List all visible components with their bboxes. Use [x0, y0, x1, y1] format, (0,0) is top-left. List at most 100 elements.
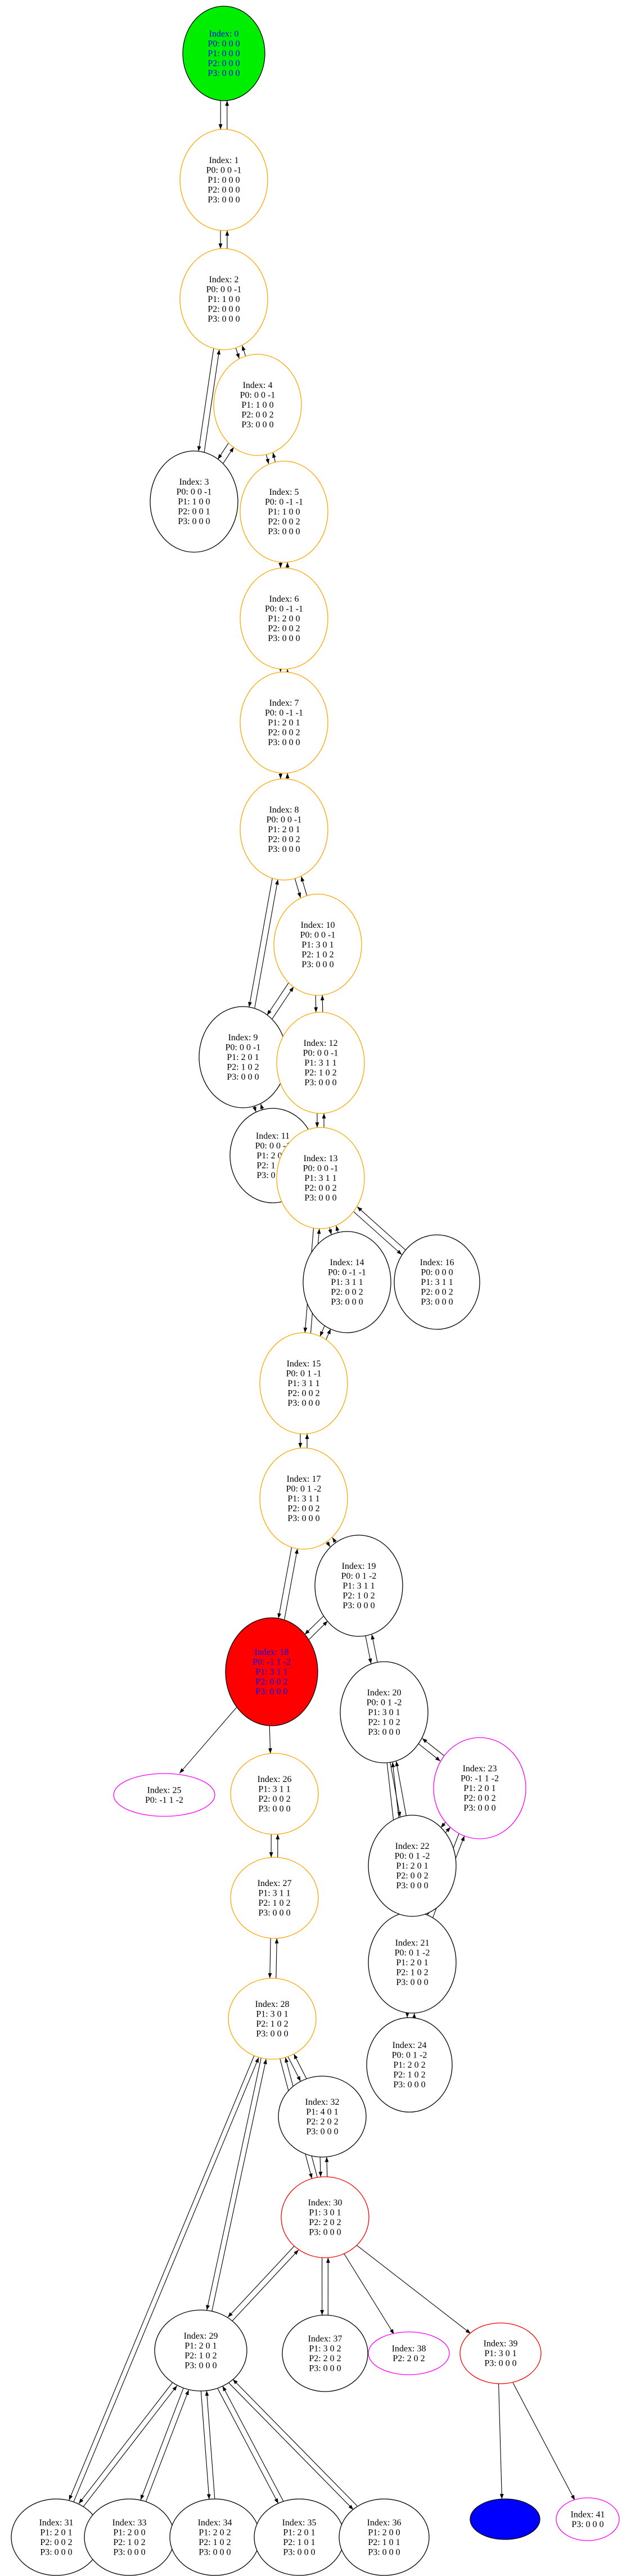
node-36-index-label: Index: 36	[367, 2518, 402, 2528]
edge-30-to-38	[344, 2253, 395, 2335]
edge-5-to-4	[272, 452, 276, 463]
node-32-index-label: Index: 32	[305, 2097, 340, 2107]
node-1-line-4: P3: 0 0 0	[208, 195, 240, 205]
node-37-shape	[282, 2315, 368, 2392]
node-1: Index: 1P0: 0 0 -1P1: 0 0 0P2: 0 0 0P3: …	[179, 129, 268, 231]
node-14-line-2: P1: 3 1 1	[331, 1278, 363, 1287]
node-4-line-2: P1: 1 0 0	[241, 400, 273, 410]
node-10-line-1: P0: 0 0 -1	[300, 931, 336, 940]
node-26-line-1: P1: 3 1 1	[258, 1784, 290, 1794]
node-15-index-label: Index: 15	[287, 1359, 321, 1369]
node-20-shape	[340, 1661, 429, 1763]
node-10-line-3: P2: 1 0 2	[301, 950, 333, 960]
node-27-line-2: P2: 1 0 2	[258, 1898, 290, 1908]
node-5-shape	[240, 461, 328, 563]
node-16-line-3: P2: 0 0 2	[421, 1288, 453, 1297]
edge-27-to-28	[268, 1938, 272, 1978]
node-17-line-4: P3: 0 0 0	[287, 1514, 319, 1523]
node-12-shape	[276, 1012, 365, 1114]
node-41-line-1: P3: 0 0 0	[571, 2520, 603, 2529]
node-15-line-1: P0: 0 1 -1	[286, 1369, 322, 1379]
node-30-shape	[281, 2176, 369, 2258]
edge-29-to-34	[200, 2391, 211, 2500]
node-32-line-3: P3: 0 0 0	[306, 2127, 338, 2136]
edge-28-to-32	[287, 2056, 301, 2082]
node-6-line-3: P2: 0 0 2	[268, 624, 300, 634]
node-12-index-label: Index: 12	[304, 1039, 338, 1048]
node-5-line-3: P2: 0 0 2	[268, 517, 300, 527]
edge-9-to-8	[254, 879, 279, 1008]
node-23-line-4: P3: 0 0 0	[463, 1803, 495, 1813]
node-8-index-label: Index: 8	[269, 805, 299, 815]
node-24-line-2: P1: 2 0 2	[393, 2060, 425, 2070]
node-38-line-1: P2: 2 0 2	[393, 2354, 425, 2363]
node-6-shape	[240, 567, 328, 670]
node-24-line-3: P2: 1 0 2	[393, 2070, 425, 2080]
node-15-line-4: P3: 0 0 0	[287, 1398, 319, 1408]
node-33-line-1: P1: 2 0 0	[113, 2528, 145, 2537]
node-23-line-3: P2: 0 0 2	[463, 1794, 495, 1803]
node-32-line-2: P2: 2 0 2	[306, 2117, 338, 2127]
node-12-line-2: P1: 3 1 1	[304, 1058, 336, 1068]
node-8: Index: 8P0: 0 0 -1P1: 2 0 1P2: 0 0 2P3: …	[240, 778, 328, 881]
node-10-line-4: P3: 0 0 0	[301, 960, 333, 969]
node-19-line-2: P1: 3 1 1	[342, 1581, 375, 1591]
node-23-line-2: P1: 2 0 1	[463, 1784, 495, 1793]
edge-10-to-9	[267, 982, 289, 1016]
node-22-line-2: P1: 2 0 1	[396, 1861, 428, 1871]
node-26-shape	[230, 1753, 319, 1835]
edge-8-to-10	[294, 878, 301, 898]
edge-18-to-26	[268, 1726, 272, 1754]
edge-11-to-9	[260, 1103, 264, 1110]
edge-9-to-11	[253, 1106, 256, 1112]
node-2-shape	[179, 248, 268, 350]
node-1-line-3: P2: 0 0 0	[208, 186, 240, 195]
node-27-line-1: P1: 3 1 1	[258, 1888, 290, 1898]
node-6: Index: 6P0: 0 -1 -1P1: 2 0 0P2: 0 0 2P3:…	[240, 567, 328, 670]
edge-22-to-20	[395, 1761, 407, 1816]
node-2: Index: 2P0: 0 0 -1P1: 1 0 0P2: 0 0 0P3: …	[179, 248, 268, 350]
node-13-shape	[276, 1127, 365, 1229]
node-37-line-1: P1: 3 0 2	[309, 2344, 341, 2353]
edge-20-to-22	[390, 1762, 402, 1817]
node-28-shape	[228, 1978, 317, 2060]
node-9-line-2: P1: 2 0 1	[227, 1053, 259, 1062]
node-33-index-label: Index: 33	[112, 2518, 147, 2528]
edge-13-to-14	[328, 1227, 332, 1235]
edge-4-to-5	[265, 454, 269, 464]
node-24-line-1: P0: 0 1 -2	[392, 2051, 427, 2060]
node-18-line-2: P1: 3 1 1	[255, 1667, 287, 1677]
node-4-line-4: P3: 0 0 0	[241, 420, 273, 430]
node-12-line-4: P3: 0 0 0	[304, 1078, 336, 1088]
node-3-line-3: P2: 0 0 1	[178, 507, 210, 517]
node-3: Index: 3P0: 0 0 -1P1: 1 0 0P2: 0 0 1P3: …	[150, 450, 238, 553]
node-40-shape	[470, 2498, 540, 2540]
node-16-shape	[394, 1234, 480, 1330]
node-9: Index: 9P0: 0 0 -1P1: 2 0 1P2: 1 0 2P3: …	[199, 1006, 287, 1108]
node-34-line-3: P3: 0 0 0	[199, 2547, 231, 2557]
node-7-line-2: P1: 2 0 1	[268, 718, 300, 728]
node-31-line-1: P1: 2 0 1	[40, 2528, 72, 2537]
node-24-index-label: Index: 24	[393, 2041, 427, 2050]
nodes-layer: Index: 0P0: 0 0 0P1: 0 0 0P2: 0 0 0P3: 0…	[11, 6, 620, 2576]
node-13-line-2: P1: 3 1 1	[304, 1174, 336, 1183]
node-41-index-label: Index: 41	[571, 2510, 605, 2519]
node-30-line-3: P3: 0 0 0	[309, 2227, 341, 2237]
node-31-line-3: P3: 0 0 0	[40, 2547, 72, 2557]
node-13-line-1: P0: 0 0 -1	[303, 1164, 339, 1174]
node-10-shape	[273, 894, 362, 996]
node-15-line-3: P2: 0 0 2	[287, 1389, 319, 1398]
node-33-line-3: P3: 0 0 0	[113, 2547, 145, 2557]
edge-28-to-27	[274, 1938, 279, 1979]
node-2-index-label: Index: 2	[209, 275, 239, 285]
node-38-shape	[368, 2331, 450, 2375]
